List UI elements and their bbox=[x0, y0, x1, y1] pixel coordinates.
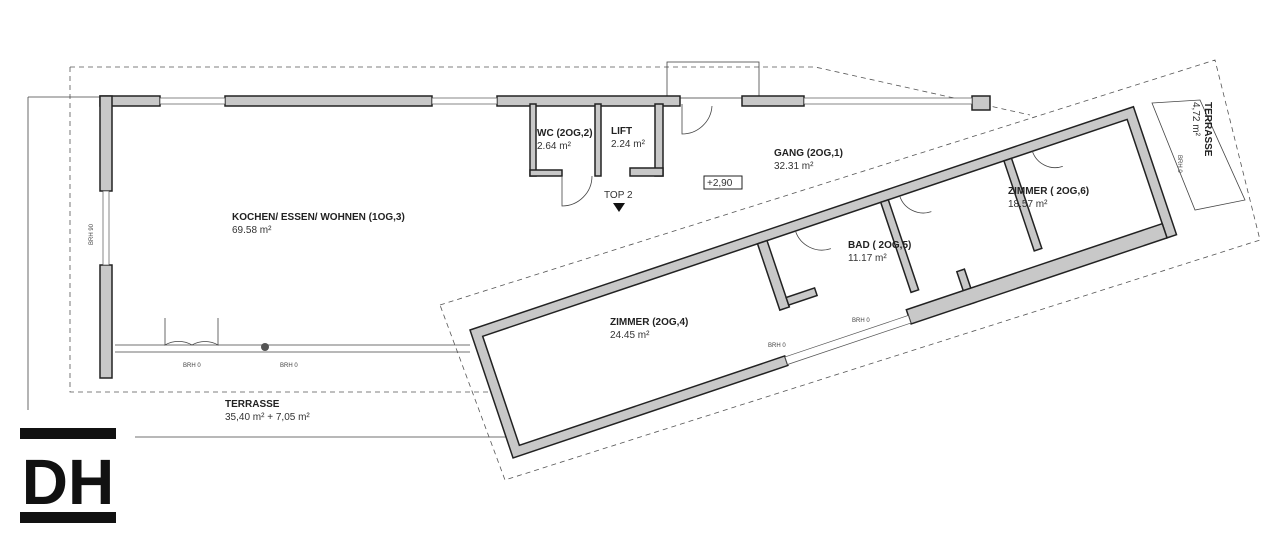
dh-logo: DH bbox=[20, 428, 116, 523]
room-gang: GANG (2OG,1) 32.31 m² bbox=[774, 148, 843, 172]
balcony-projection bbox=[666, 61, 760, 99]
room-name: GANG (2OG,1) bbox=[774, 148, 843, 159]
terrace-name: TERRASSE bbox=[1202, 102, 1213, 157]
room-bad: BAD ( 2OG,5) 11.17 m² bbox=[848, 240, 911, 264]
brh-label: BRH 90 bbox=[89, 223, 95, 245]
terrace-area: 4,72 m² bbox=[1190, 102, 1201, 137]
room-kitchen: KOCHEN/ ESSEN/ WOHNEN (1OG,3) 69.58 m² bbox=[232, 212, 405, 236]
room-name: LIFT bbox=[611, 126, 632, 137]
terrace-area: 35,40 m² + 7,05 m² bbox=[225, 412, 310, 423]
top-marker-icon bbox=[613, 203, 625, 212]
room-name: WC (2OG,2) bbox=[537, 128, 593, 139]
level-label: +2,90 bbox=[707, 178, 733, 189]
column bbox=[261, 343, 269, 351]
room-zimmer-4: ZIMMER (2OG,4) 24.45 m² bbox=[610, 317, 688, 341]
room-area: 24.45 m² bbox=[610, 330, 650, 341]
room-name: ZIMMER ( 2OG,6) bbox=[1008, 186, 1089, 197]
room-area: 69.58 m² bbox=[232, 225, 272, 236]
room-name: ZIMMER (2OG,4) bbox=[610, 317, 688, 328]
brh-label: BRH 0 bbox=[183, 363, 201, 369]
logo-text: DH bbox=[22, 446, 114, 518]
room-wc: WC (2OG,2) 2.64 m² bbox=[537, 128, 593, 152]
brh-label: BRH 0 bbox=[1176, 155, 1182, 173]
room-area: 11.17 m² bbox=[848, 253, 887, 264]
terrace-main: TERRASSE 35,40 m² + 7,05 m² bbox=[225, 399, 310, 423]
door-swings bbox=[164, 104, 713, 346]
room-area: 18.57 m² bbox=[1008, 199, 1048, 210]
terrace-name: TERRASSE bbox=[225, 399, 280, 410]
terrace-railing bbox=[27, 96, 510, 438]
room-area: 2.64 m² bbox=[537, 141, 572, 152]
brh-label: BRH 0 bbox=[768, 343, 786, 349]
brh-label: BRH 0 bbox=[852, 318, 870, 324]
main-walls bbox=[99, 95, 991, 379]
level-box bbox=[703, 175, 743, 190]
side-terrace-outline bbox=[1151, 99, 1246, 211]
wing-walls bbox=[469, 105, 1178, 459]
room-area: 32.31 m² bbox=[774, 161, 814, 172]
brh-label: BRH 0 bbox=[280, 363, 298, 369]
room-area: 2.24 m² bbox=[611, 139, 646, 150]
room-zimmer-6: ZIMMER ( 2OG,6) 18.57 m² bbox=[1008, 186, 1089, 210]
top-label: TOP 2 bbox=[604, 190, 633, 201]
room-lift: LIFT 2.24 m² bbox=[611, 126, 646, 150]
terrace-side: TERRASSE 4,72 m² bbox=[1190, 102, 1213, 157]
room-name: KOCHEN/ ESSEN/ WOHNEN (1OG,3) bbox=[232, 212, 405, 223]
room-name: BAD ( 2OG,5) bbox=[848, 240, 911, 251]
